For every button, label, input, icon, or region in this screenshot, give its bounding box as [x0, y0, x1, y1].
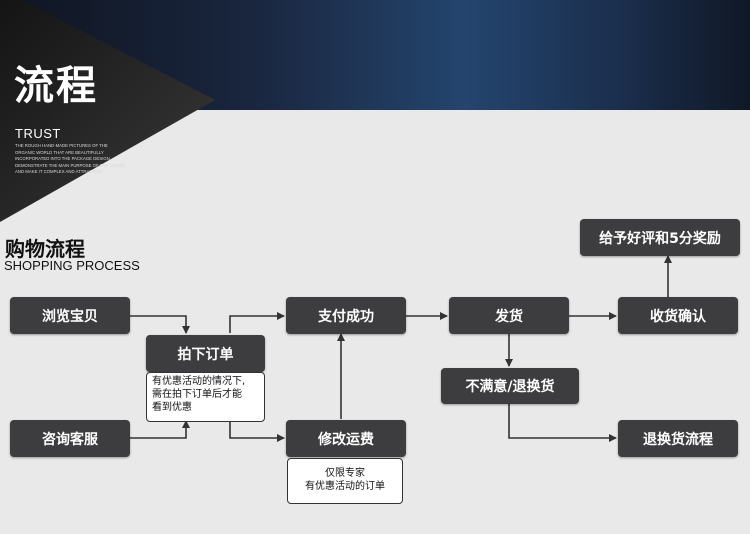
- node-order: 拍下订单: [146, 335, 265, 372]
- section-title: 购物流程: [5, 237, 85, 261]
- section-subtitle: SHOPPING PROCESS: [4, 258, 140, 273]
- note-order: 有优惠活动的情况下, 需在拍下订单后才能 看到优惠: [146, 372, 265, 422]
- banner-description: THE ROUGH HAND-MADE PICTURES OF THE ORGA…: [15, 143, 126, 175]
- connector-browse-to-order: [130, 315, 190, 334]
- note-modify-line: 有优惠活动的订单: [305, 481, 385, 492]
- banner-triangle: [0, 0, 215, 222]
- banner-title: 流程: [14, 63, 98, 109]
- connector-unsatisfied-to-return: [508, 404, 617, 442]
- note-modify-line: 仅限专家: [325, 468, 365, 479]
- connector-order-to-pay: [229, 312, 285, 333]
- node-unsatisfied: 不满意/退换货: [441, 368, 579, 404]
- node-confirm: 收货确认: [618, 297, 738, 334]
- note-order-line: 需在拍下订单后才能: [152, 389, 242, 400]
- node-browse: 浏览宝贝: [10, 297, 130, 334]
- node-pay: 支付成功: [286, 297, 406, 334]
- connector-order-to-modify: [229, 422, 285, 442]
- node-consult: 咨询客服: [10, 420, 130, 457]
- node-modify: 修改运费: [286, 420, 406, 457]
- note-order-line: 有优惠活动的情况下,: [152, 376, 246, 387]
- note-order-line: 看到优惠: [152, 402, 192, 413]
- node-ship: 发货: [449, 297, 569, 334]
- node-review: 给予好评和5分奖励: [580, 219, 740, 256]
- connector-consult-to-order: [130, 420, 190, 439]
- node-return-flow: 退换货流程: [618, 420, 738, 457]
- banner-subtitle: TRUST: [15, 126, 61, 141]
- note-modify: 仅限专家 有优惠活动的订单: [287, 458, 403, 504]
